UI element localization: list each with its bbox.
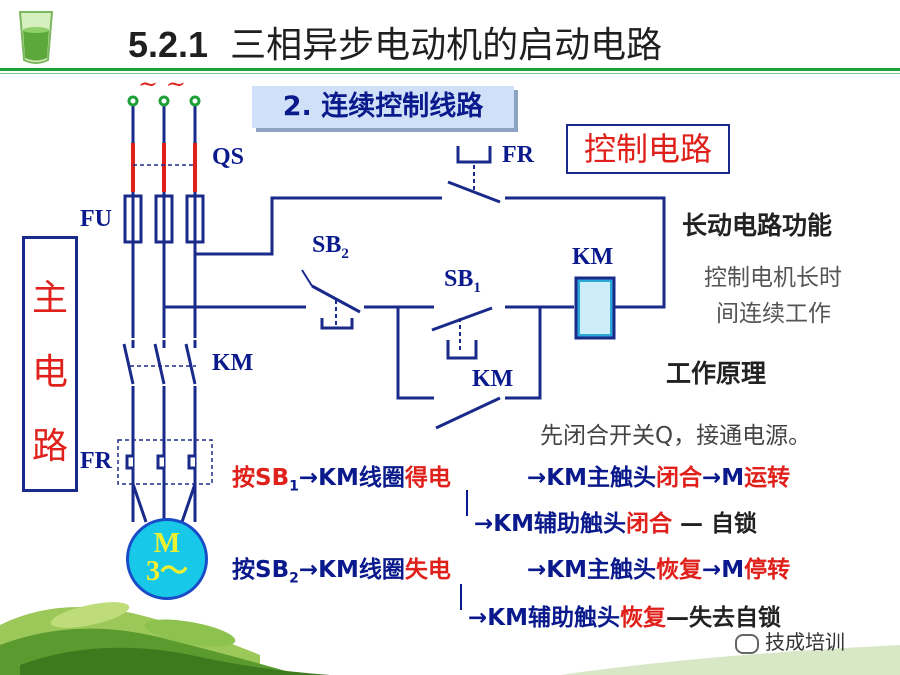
sequence-line-1b: →KM主触头闭合→M运转 [527,458,790,492]
feature-heading: 长动电路功能 [682,211,833,240]
sb1-contact [431,305,505,360]
fu-label: FU [80,206,112,232]
control-circuit-box: 控制电路 [566,124,730,174]
qs-label: QS [212,144,245,170]
seq-text: 按SB [232,465,290,491]
seq-text: 失电 [404,557,451,583]
seq-text: 得电 [404,465,451,491]
qs-switch [131,143,197,192]
seq-text: 恢复 [655,557,702,583]
seq-text: 停转 [744,557,791,583]
wechat-icon [735,633,759,654]
watermark-text: 技成培训 [765,630,845,654]
sb1-text: SB [444,266,474,292]
seq-sub: 2 [289,570,299,587]
sequence-line-4: →KM辅助触头恢复—失去自锁 [468,598,781,632]
seq-sub: 1 [289,478,299,495]
motor-line1: M [153,528,181,559]
seq-text: →M [701,465,745,491]
main-circuit-char: 电 [31,352,68,393]
feature-desc-line1: 控制电机长时 [704,265,842,291]
supply-symbol: ~ ~ [138,70,186,98]
motor-line2: 3～ [145,556,188,587]
supply-terminals [127,95,201,107]
km-aux-contact [434,396,505,430]
principle-desc: 先闭合开关Q，接通电源。 [540,423,812,449]
fr-control-label: FR [502,142,534,168]
seq-text: 按SB [232,557,290,583]
sb2-label: SB2 [312,232,349,263]
km-coil-label: KM [572,244,614,270]
seq-text: →KM辅助触头 [468,605,620,631]
seq-text: 闭合 [625,511,672,537]
sb2-subscript: 2 [341,245,349,262]
km-aux-label: KM [472,366,514,392]
seq-text: —失去自锁 [665,605,781,631]
sequence-line-2: →KM辅助触头闭合 — 自锁 [474,504,757,538]
page-title: 5.2.1 三相异步电动机的启动电路 [128,16,662,68]
seq-text: 闭合 [655,465,702,491]
section-number: 5.2.1 [128,24,209,65]
sequence-line-1: 按SB1→KM线圈得电 [232,458,451,495]
fr-main-label: FR [80,448,112,474]
seq-text: →KM线圈 [298,465,405,491]
seq-text: →KM辅助触头 [474,511,626,537]
branch-bar-2 [460,584,462,610]
tea-glass-icon [18,11,54,64]
seq-text: →M [701,557,745,583]
principle-heading: 工作原理 [666,359,767,388]
sequence-line-3b: →KM主触头恢复→M停转 [527,550,790,584]
main-circuit-char: 主 [31,278,68,319]
sb1-label: SB1 [444,266,481,297]
km-main-contacts [120,338,210,386]
watermark: 技成培训 [735,626,845,655]
sb1-subscript: 1 [473,279,481,296]
title-divider [0,68,900,71]
seq-text: — 自锁 [671,511,757,537]
fr-control-contact [442,146,505,204]
fr-main-box [117,439,213,485]
motor-symbol: M 3～ [126,518,208,600]
sb2-contact [301,269,364,330]
subtitle-banner: 2. 连续控制线路 [252,86,514,128]
title-bar [0,0,900,76]
section-title: 三相异步电动机的启动电路 [230,25,663,66]
main-circuit-char: 路 [31,426,68,467]
fr-main-elements [125,448,197,476]
sequence-line-3: 按SB2→KM线圈失电 [232,550,451,587]
seq-text: →KM线圈 [298,557,405,583]
sb2-text: SB [312,232,342,258]
feature-desc-line2: 间连续工作 [716,301,831,327]
seq-text: 恢复 [619,605,666,631]
seq-text: →KM主触头 [527,465,656,491]
km-main-label: KM [212,350,254,376]
main-circuit-box: 主 电 路 [22,236,78,492]
title-divider-thin [0,73,900,74]
decorative-leaves [0,602,900,675]
branch-bar-1 [466,490,468,516]
seq-text: →KM主触头 [527,557,656,583]
seq-text: 运转 [744,465,791,491]
